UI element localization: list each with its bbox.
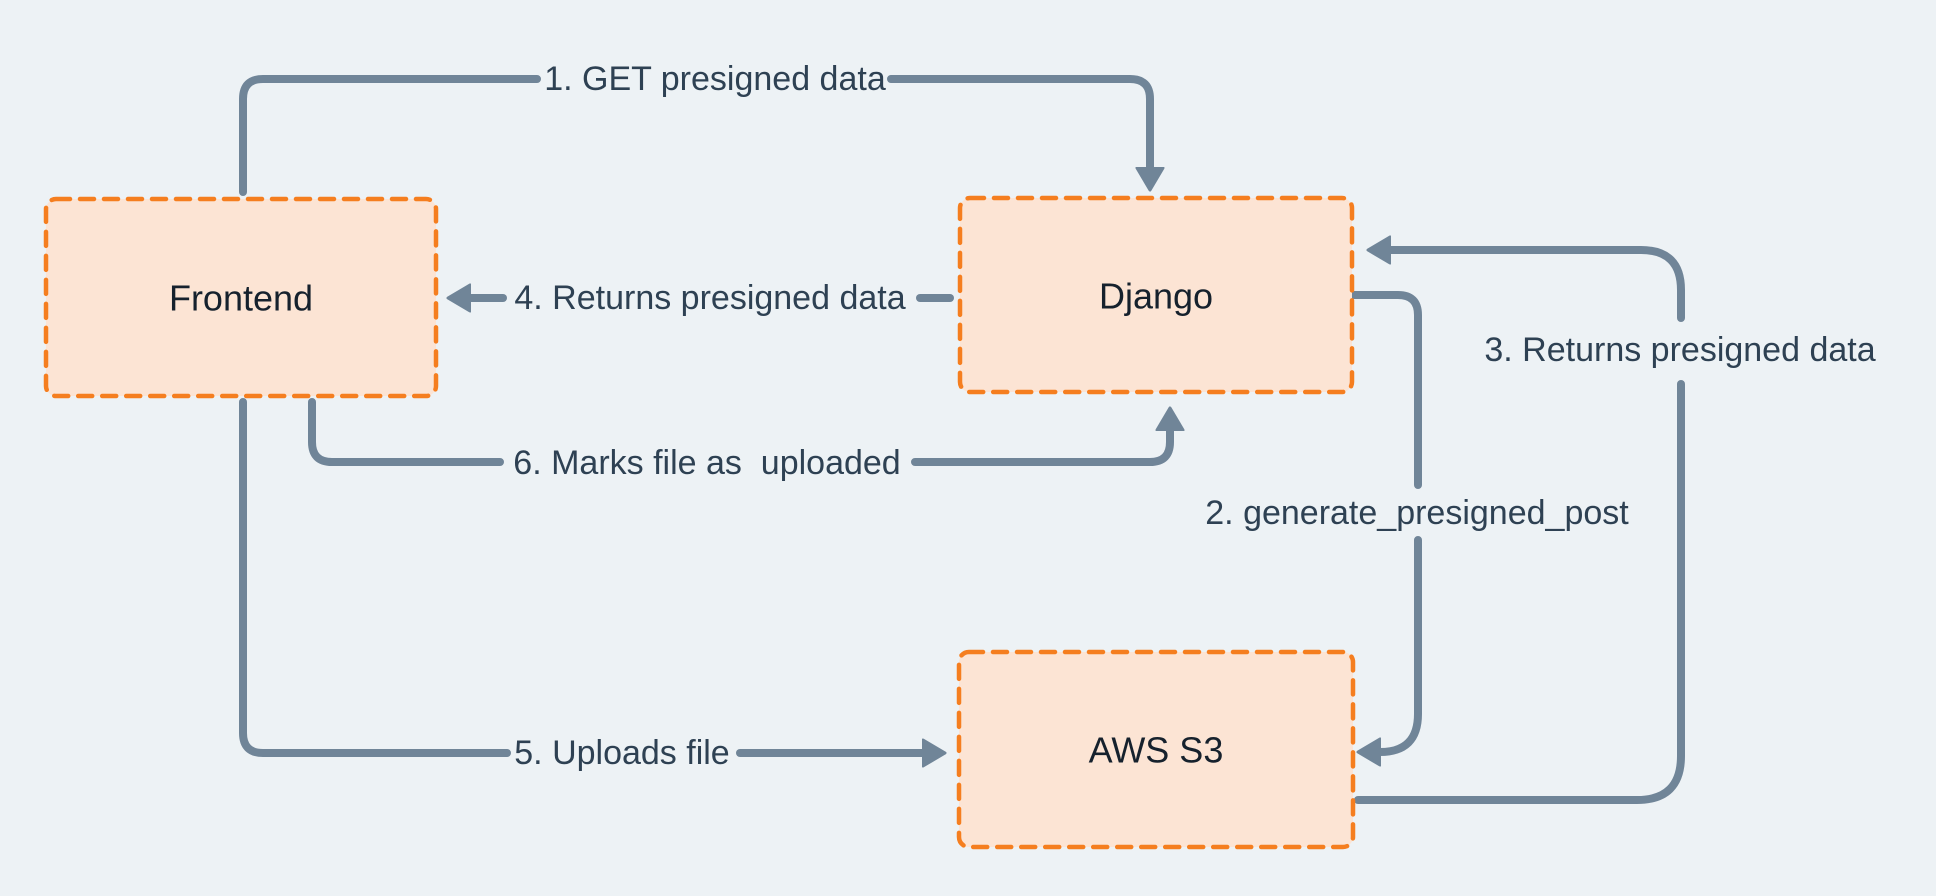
- edge-generate-presigned-post: 2. generate_presigned_post: [1205, 291, 1629, 752]
- frontend-box: [43, 196, 439, 399]
- node-frontend: Frontend: [43, 196, 439, 399]
- node-aws-s3: AWS S3: [956, 649, 1356, 850]
- edge2-segment-end-arrow: [1380, 536, 1422, 752]
- edge5-segment-start: [239, 398, 511, 757]
- edge1-label: 1. GET presigned data: [544, 60, 886, 98]
- edge3-segment-start: [1354, 380, 1685, 804]
- node-django: Django: [957, 195, 1355, 395]
- edge6-segment-end-arrow: [911, 430, 1170, 466]
- edge5-label: 5. Uploads file: [514, 734, 729, 772]
- edge3-label: 3. Returns presigned data: [1484, 331, 1875, 369]
- aws-s3-box: [956, 649, 1356, 850]
- edge1-segment-end-arrow: [887, 75, 1150, 168]
- edge1-segment-start: [239, 75, 541, 196]
- aws-s3-label: AWS S3: [1089, 730, 1224, 771]
- edge-marks-file-uploaded: 6. Marks file as uploaded: [308, 398, 1170, 482]
- edge-returns-presigned-data-s3: 3. Returns presigned data: [1354, 250, 1876, 804]
- edge6-label: 6. Marks file as uploaded: [513, 444, 900, 482]
- edge3-segment-end-arrow: [1390, 250, 1685, 322]
- edge2-label: 2. generate_presigned_post: [1205, 494, 1629, 532]
- django-box: [957, 195, 1355, 395]
- edge2-segment-start: [1348, 291, 1422, 489]
- frontend-label: Frontend: [169, 278, 313, 319]
- edge-uploads-file: 5. Uploads file: [239, 398, 923, 772]
- edge-get-presigned-data: 1. GET presigned data: [239, 60, 1150, 196]
- edge-returns-presigned-data-django: 4. Returns presigned data: [470, 279, 954, 317]
- edge4-label: 4. Returns presigned data: [514, 279, 905, 317]
- edge6-segment-start: [308, 398, 504, 466]
- django-label: Django: [1099, 276, 1213, 317]
